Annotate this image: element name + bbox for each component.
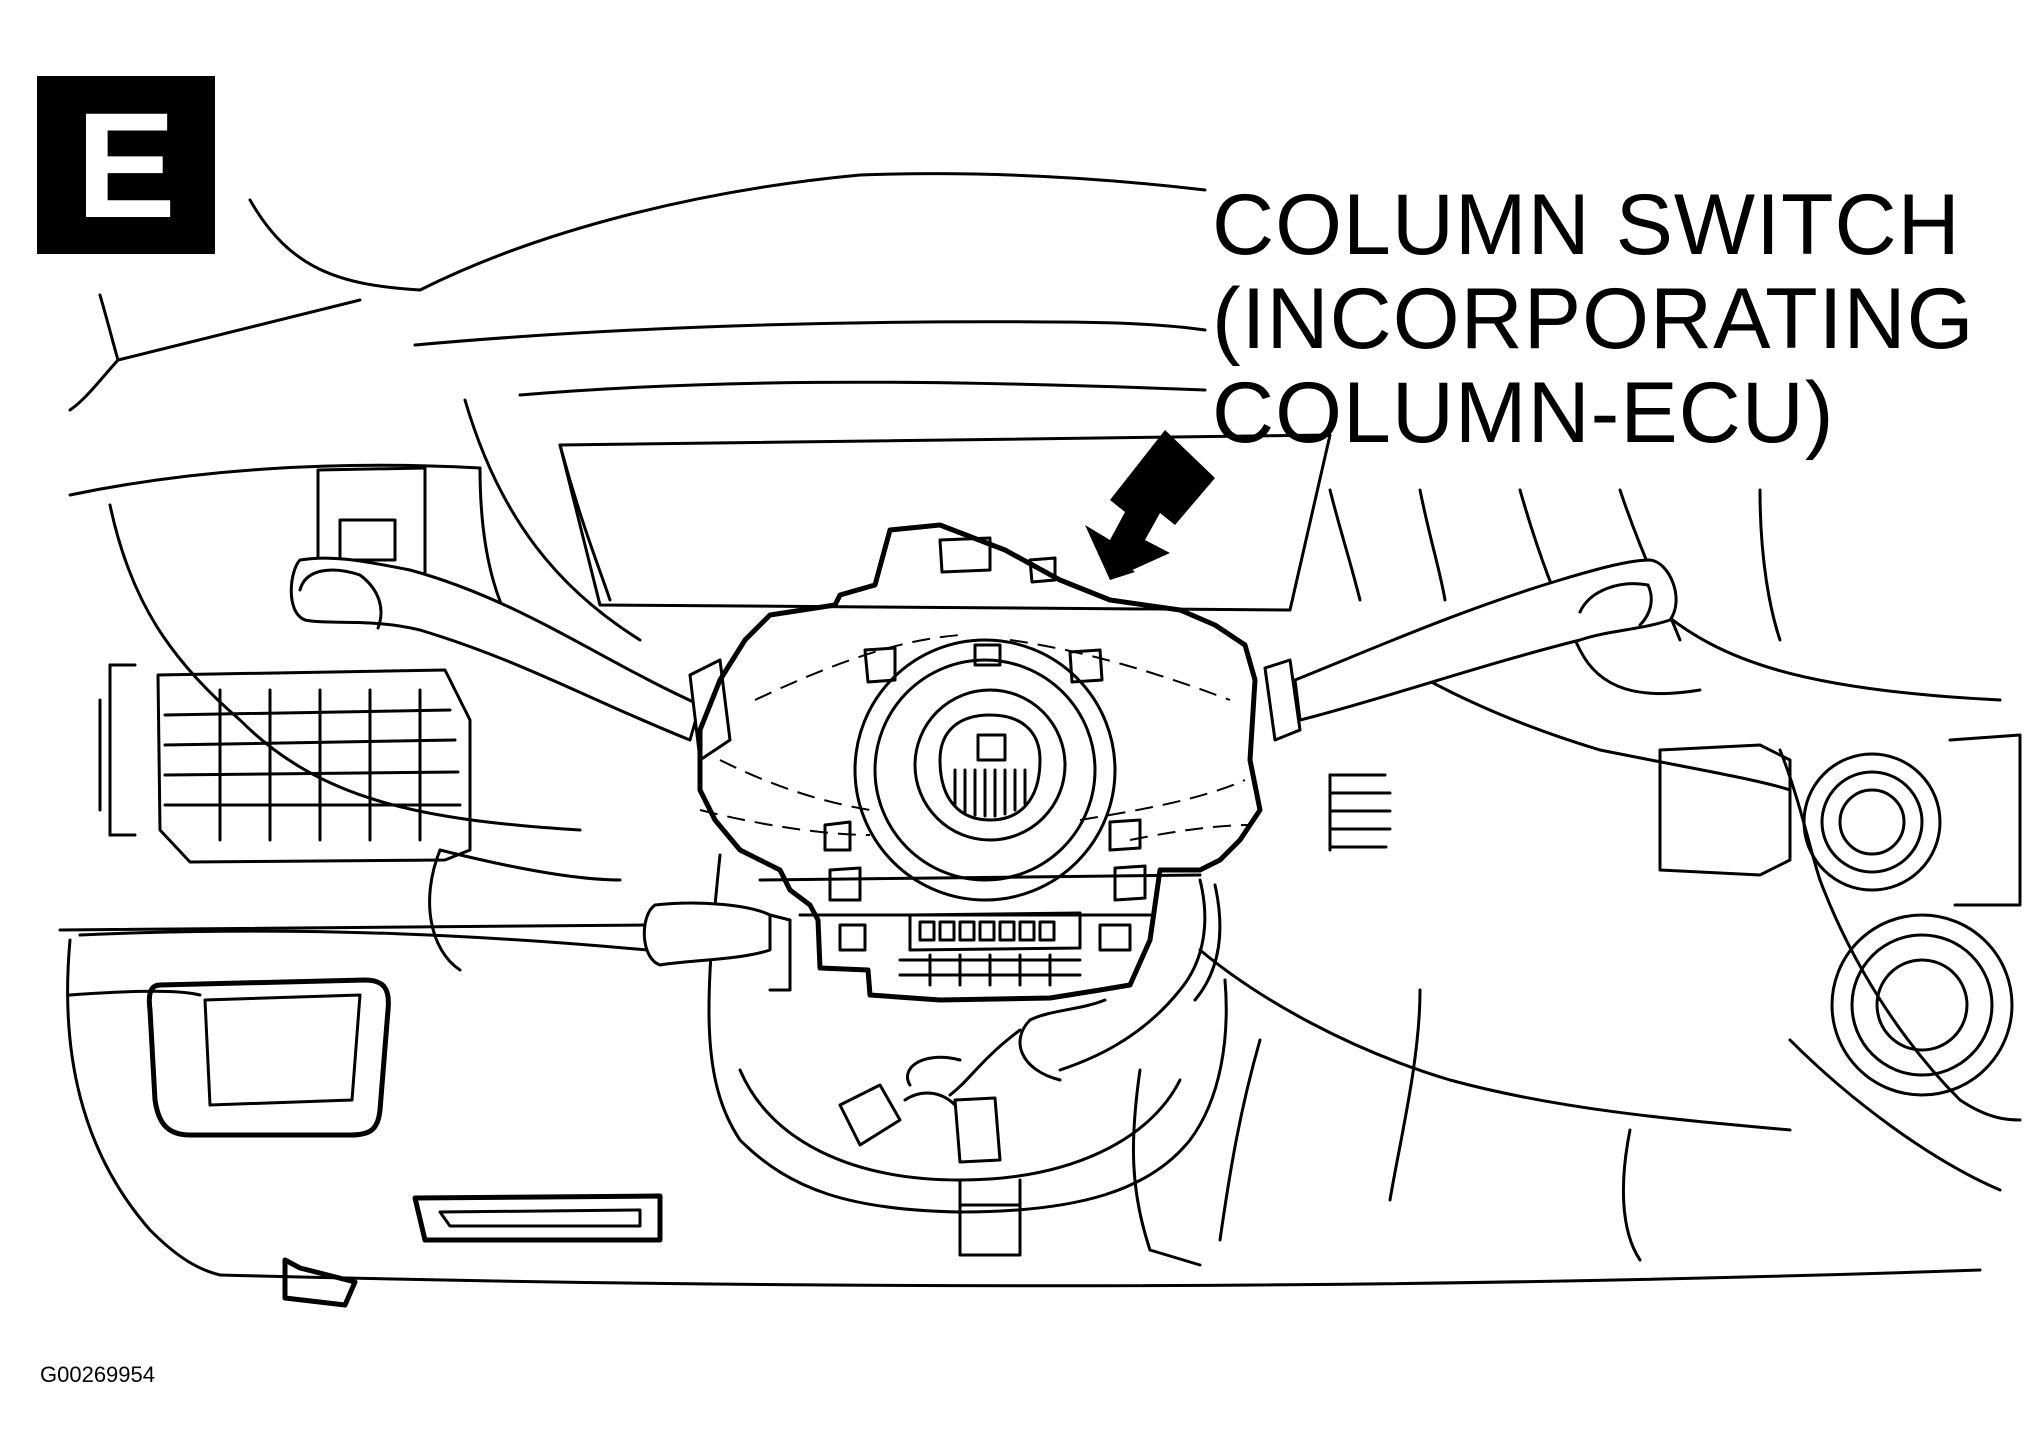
callout-line-1: COLUMN SWITCH	[1212, 177, 1961, 273]
arrow-icon	[1085, 430, 1215, 580]
right-control-knobs	[1658, 733, 2022, 1097]
dashboard-outline	[66, 172, 2022, 1288]
hazard-switch-grille	[1328, 773, 1392, 852]
callout-line-3: COLUMN-ECU)	[1212, 365, 1835, 461]
figure-id: G00269954	[40, 1362, 155, 1387]
left-wiper-lever	[289, 556, 732, 762]
lower-panel-slots	[282, 1193, 663, 1308]
left-lower-vent	[146, 977, 391, 1138]
wiring-harness	[838, 878, 1222, 1164]
lower-left-lever	[58, 901, 792, 992]
section-badge: E	[37, 76, 215, 254]
callout-line-2: (INCORPORATING	[1212, 271, 1975, 367]
left-air-vent	[98, 663, 472, 864]
component-callout-label: COLUMN SWITCH (INCORPORATING COLUMN-ECU)	[1212, 178, 2022, 460]
column-switch-assembly	[697, 522, 1263, 1003]
right-headlight-lever	[1263, 558, 1678, 742]
steering-column-cover	[707, 853, 1228, 1257]
